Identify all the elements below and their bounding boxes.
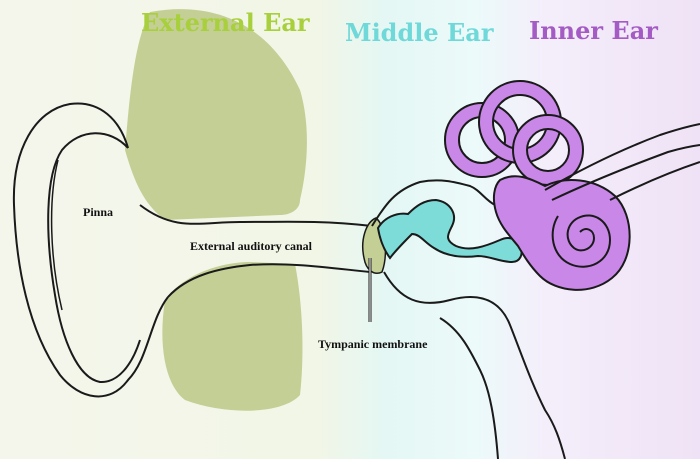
external-auditory-canal-label: External auditory canal bbox=[190, 239, 312, 253]
section-title-middle-ear: Middle Ear bbox=[345, 20, 493, 46]
tympanic-membrane-label: Tympanic membrane bbox=[318, 337, 427, 351]
section-title-inner-ear: Inner Ear bbox=[529, 18, 658, 44]
pinna-label: Pinna bbox=[83, 205, 113, 219]
section-title-external-ear: External Ear bbox=[141, 10, 310, 36]
